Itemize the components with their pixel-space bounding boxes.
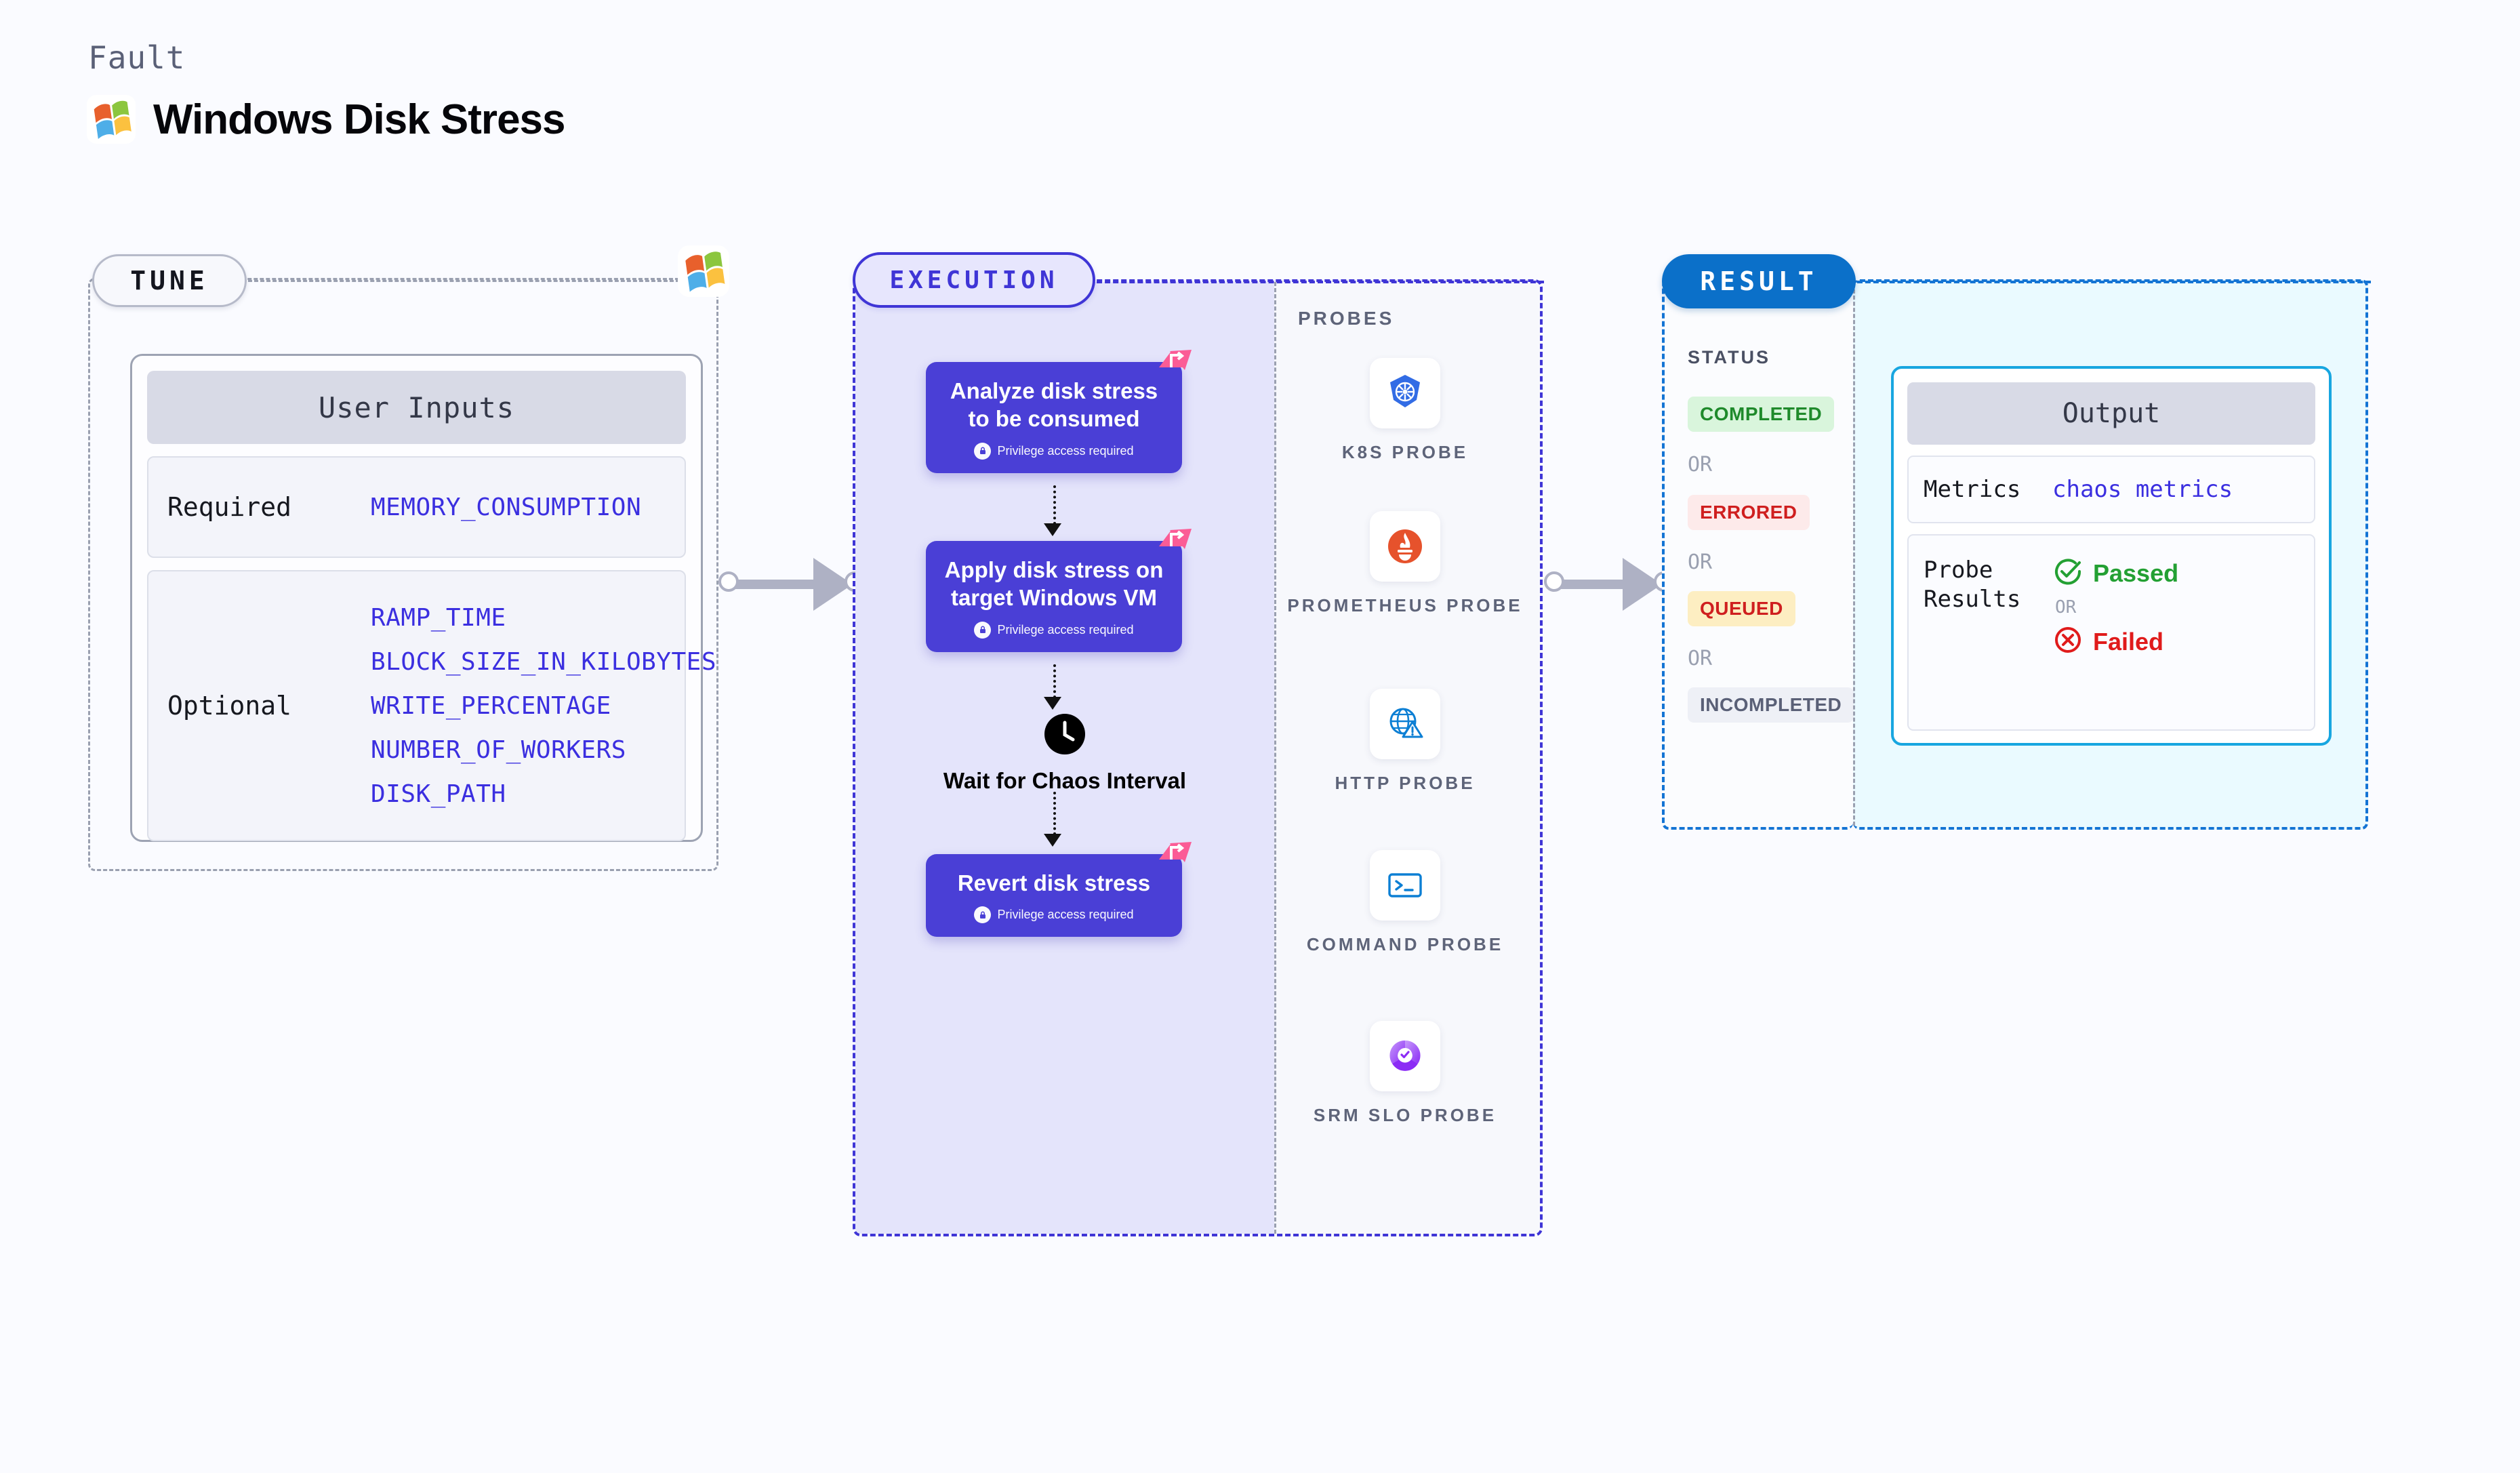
metrics-label: Metrics — [1924, 475, 2021, 503]
param-number-of-workers[interactable]: NUMBER_OF_WORKERS — [371, 735, 626, 764]
metrics-value[interactable]: chaos metrics — [2052, 476, 2233, 503]
user-inputs-title: User Inputs — [147, 371, 686, 444]
terminal-icon — [1370, 850, 1440, 921]
step-3-privilege: Privilege access required — [938, 906, 1170, 924]
param-write-percentage[interactable]: WRITE_PERCENTAGE — [371, 691, 611, 720]
page-header: Windows Disk Stress — [87, 95, 566, 144]
step-2-privilege-text: Privilege access required — [997, 622, 1134, 637]
litmus-logo-icon — [1158, 347, 1194, 384]
param-block-size[interactable]: BLOCK_SIZE_IN_KILOBYTES — [371, 647, 716, 676]
step-3-privilege-text: Privilege access required — [997, 908, 1134, 922]
result-top-dash — [1857, 281, 2371, 283]
execution-flow-column: Analyze disk stress to be consumed Privi… — [855, 282, 1274, 1234]
flow-arrow-3 — [1044, 834, 1061, 847]
status-heading: STATUS — [1688, 347, 1770, 367]
probe-http[interactable]: HTTP PROBE — [1276, 689, 1534, 795]
execution-badge[interactable]: EXECUTION — [853, 252, 1095, 308]
user-inputs-card: User Inputs Required MEMORY_CONSUMPTION … — [130, 354, 716, 842]
litmus-logo-icon — [1158, 839, 1194, 876]
kubernetes-icon — [1370, 358, 1440, 428]
flow-connector-3 — [1053, 792, 1056, 835]
failed-label: Failed — [2093, 627, 2164, 655]
output-title: Output — [1907, 382, 2315, 445]
step-1-privilege-text: Privilege access required — [997, 443, 1134, 458]
probe-result-failed: Failed — [2052, 624, 2178, 659]
status-badge-incompleted: INCOMPLETED — [1688, 687, 1854, 723]
execution-top-dash — [1097, 281, 1544, 283]
required-label: Required — [167, 492, 292, 522]
required-inputs-row: Required MEMORY_CONSUMPTION — [147, 456, 686, 558]
flow-arrow-1 — [1044, 523, 1061, 536]
page-title: Windows Disk Stress — [153, 96, 566, 143]
check-circle-icon — [2052, 556, 2084, 590]
status-badge-errored: ERRORED — [1688, 495, 1810, 530]
param-memory-consumption[interactable]: MEMORY_CONSUMPTION — [371, 493, 642, 521]
probe-k8s[interactable]: K8S PROBE — [1276, 358, 1534, 464]
probe-result-passed: Passed — [2052, 556, 2178, 590]
lock-icon — [974, 906, 992, 924]
lock-icon — [974, 442, 992, 460]
wait-label: Wait for Chaos Interval — [943, 768, 1187, 793]
probe-command[interactable]: COMMAND PROBE — [1276, 850, 1534, 956]
flow-connector-2 — [1053, 664, 1056, 698]
probe-prometheus-label: PROMETHEUS PROBE — [1287, 595, 1523, 616]
probes-heading: PROBES — [1298, 308, 1395, 329]
http-globe-warning-icon — [1370, 689, 1440, 759]
optional-inputs-row: Optional RAMP_TIME BLOCK_SIZE_IN_KILOBYT… — [147, 570, 716, 841]
page-eyebrow: Fault — [88, 39, 186, 76]
step-1-title: Analyze disk stress to be consumed — [950, 378, 1158, 432]
status-badge-queued: QUEUED — [1688, 591, 1795, 626]
execution-step-1[interactable]: Analyze disk stress to be consumed Privi… — [926, 350, 1192, 473]
tune-panel — [88, 278, 718, 871]
result-status-panel — [1662, 279, 1853, 830]
probe-srm-slo[interactable]: SRM SLO PROBE — [1276, 1021, 1534, 1127]
probes-column: PROBES — [1274, 282, 1540, 1234]
clock-icon — [1044, 714, 1086, 758]
tune-badge[interactable]: TUNE — [92, 254, 247, 307]
output-metrics-row: Metrics chaos metrics — [1907, 456, 2315, 523]
output-card: Output Metrics chaos metrics Probe Resul… — [1891, 366, 2332, 746]
probe-results-label: Probe Results — [1924, 557, 2021, 613]
output-probe-results-row: Probe Results Passed OR — [1907, 534, 2315, 731]
param-disk-path[interactable]: DISK_PATH — [371, 780, 506, 808]
execution-step-3[interactable]: Revert disk stress Privilege access requ… — [926, 842, 1192, 937]
srm-slo-icon — [1370, 1021, 1440, 1091]
probe-http-label: HTTP PROBE — [1335, 773, 1476, 793]
optional-label: Optional — [167, 691, 292, 721]
passed-label: Passed — [2093, 559, 2179, 587]
result-badge[interactable]: RESULT — [1662, 254, 1856, 308]
status-or-3: OR — [1688, 647, 1713, 670]
probe-srm-slo-label: SRM SLO PROBE — [1313, 1105, 1497, 1125]
step-2-title: Apply disk stress on target Windows VM — [944, 557, 1164, 611]
flow-arrow-2 — [1044, 697, 1061, 710]
tune-top-dash — [248, 280, 686, 282]
probe-prometheus[interactable]: PROMETHEUS PROBE — [1276, 511, 1534, 618]
prometheus-icon — [1370, 511, 1440, 582]
flow-connector-1 — [1053, 485, 1056, 525]
execution-step-2[interactable]: Apply disk stress on target Windows VM P… — [926, 529, 1192, 652]
status-or-2: OR — [1688, 550, 1713, 574]
step-3-title: Revert disk stress — [957, 870, 1151, 895]
param-ramp-time[interactable]: RAMP_TIME — [371, 603, 506, 632]
probe-k8s-label: K8S PROBE — [1341, 442, 1469, 462]
execution-panel: Analyze disk stress to be consumed Privi… — [853, 279, 1543, 1236]
result-divider — [1853, 283, 1855, 826]
step-2-privilege: Privilege access required — [938, 621, 1170, 639]
x-circle-icon — [2052, 624, 2084, 659]
status-badge-completed: COMPLETED — [1688, 397, 1835, 432]
status-or-1: OR — [1688, 453, 1713, 477]
lock-icon — [974, 621, 992, 639]
probe-command-label: COMMAND PROBE — [1306, 934, 1504, 954]
probe-result-or: OR — [2055, 597, 2077, 618]
litmus-logo-icon — [1158, 526, 1194, 563]
wait-for-chaos-interval: Wait for Chaos Interval — [855, 713, 1274, 794]
windows-logo-badge-icon — [678, 245, 729, 300]
windows-logo-icon — [87, 95, 136, 144]
step-1-privilege: Privilege access required — [938, 442, 1170, 460]
